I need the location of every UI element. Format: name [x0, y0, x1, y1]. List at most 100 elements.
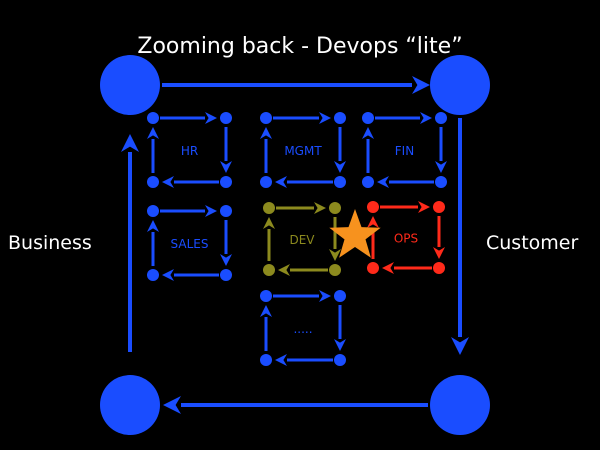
loop-label: HR: [181, 144, 198, 158]
loop-arrow-up: [147, 127, 159, 173]
loop-label: FIN: [395, 144, 414, 158]
loop-arrow-up: [263, 217, 275, 261]
arrow-head: [451, 337, 469, 355]
loop-node: [334, 354, 346, 366]
loop-arrow-down: [433, 216, 445, 259]
arrow-head: [163, 396, 181, 414]
loop-label: DEV: [289, 233, 315, 247]
arrow-head: [412, 76, 430, 94]
star-icon: [329, 209, 381, 258]
loop-label: OPS: [394, 232, 418, 246]
loop-arrow-left: [278, 264, 328, 276]
loop-arrow-down: [329, 217, 341, 261]
loop-node: [260, 112, 272, 124]
loop-arrow-right: [160, 205, 217, 217]
loop-sales: SALES: [147, 205, 232, 281]
arrow-head: [147, 127, 159, 139]
arrow-head: [418, 201, 430, 213]
arrow-head: [278, 264, 290, 276]
arrow-head: [435, 161, 447, 173]
arrow-head: [162, 176, 174, 188]
loop-node: [329, 264, 341, 276]
arrow-head: [260, 127, 272, 139]
loop-dev: DEV: [263, 202, 341, 276]
outer-arrow-right: [451, 118, 469, 355]
arrow-head: [319, 290, 331, 302]
loop-arrow-right: [375, 112, 432, 124]
loop-hr: HR: [147, 112, 232, 188]
loop-node: [367, 262, 379, 274]
arrow-head: [220, 161, 232, 173]
loop-node: [334, 112, 346, 124]
loop-node: [260, 176, 272, 188]
loop-arrow-down: [334, 305, 346, 351]
arrow-head: [377, 176, 389, 188]
loop-node: [433, 201, 445, 213]
loop-arrow-right: [273, 112, 331, 124]
stage-node-1: [430, 55, 490, 115]
loop-arrow-down: [435, 127, 447, 173]
stage-node-0: [100, 55, 160, 115]
arrow-head: [420, 112, 432, 124]
arrow-head: [275, 354, 287, 366]
loop-arrow-left: [377, 176, 434, 188]
loop-node: [260, 290, 272, 302]
loop-arrow-down: [220, 127, 232, 173]
loop-arrow-left: [162, 269, 219, 281]
stage-node-3: [100, 375, 160, 435]
loop-mgmt: MGMT: [260, 112, 346, 188]
loop-arrow-left: [382, 262, 432, 274]
loop-arrow-down: [334, 127, 346, 173]
arrow-head: [162, 269, 174, 281]
arrow-head: [433, 247, 445, 259]
loop-node: [435, 176, 447, 188]
arrow-head: [314, 202, 326, 214]
loop-label: .....: [293, 322, 312, 336]
business-label: Business: [8, 232, 92, 254]
loop-node: [334, 176, 346, 188]
loop-node: [260, 354, 272, 366]
arrow-head: [205, 112, 217, 124]
loop-node: [147, 269, 159, 281]
loop-: .....: [260, 290, 346, 366]
loop-node: [329, 202, 341, 214]
arrow-head: [362, 127, 374, 139]
loop-node: [263, 202, 275, 214]
arrow-head: [263, 217, 275, 229]
loop-arrow-right: [273, 290, 331, 302]
outer-arrow-top: [162, 76, 430, 94]
loop-arrow-left: [275, 176, 333, 188]
loop-arrow-right: [276, 202, 326, 214]
arrow-head: [334, 339, 346, 351]
loop-arrow-left: [162, 176, 219, 188]
arrow-head: [147, 220, 159, 232]
arrow-head: [220, 254, 232, 266]
loop-fin: FIN: [362, 112, 447, 188]
stage-node-2: [430, 375, 490, 435]
customer-label: Customer: [486, 232, 579, 254]
outer-arrow-left: [121, 134, 139, 352]
loop-arrow-down: [220, 220, 232, 266]
loop-node: [362, 112, 374, 124]
loop-arrow-right: [160, 112, 217, 124]
loop-node: [433, 262, 445, 274]
loop-node: [334, 290, 346, 302]
arrow-head: [260, 305, 272, 317]
loop-node: [147, 112, 159, 124]
loop-arrow-up: [362, 127, 374, 173]
loop-ops: OPS: [367, 201, 445, 274]
loop-node: [367, 201, 379, 213]
arrow-head: [275, 176, 287, 188]
loop-node: [435, 112, 447, 124]
loop-node: [220, 269, 232, 281]
loop-arrow-up: [147, 220, 159, 266]
loop-node: [147, 205, 159, 217]
loop-node: [220, 205, 232, 217]
loop-arrow-up: [260, 305, 272, 351]
arrow-head: [334, 161, 346, 173]
arrow-head: [382, 262, 394, 274]
loop-node: [220, 176, 232, 188]
slide-title: Zooming back - Devops “lite”: [137, 34, 463, 59]
loop-node: [362, 176, 374, 188]
